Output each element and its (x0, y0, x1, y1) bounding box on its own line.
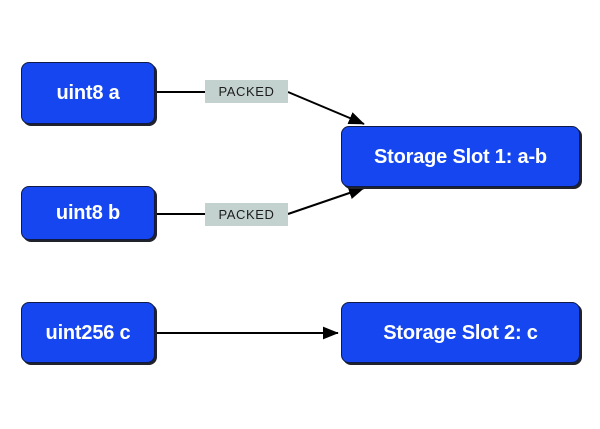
node-storage-slot-2[interactable]: Storage Slot 2: c (341, 302, 580, 363)
node-uint8-b-label: uint8 b (55, 202, 121, 224)
edge-label-packed-b-text: PACKED (218, 207, 275, 222)
edge-line-packed-to-slot1 (287, 91, 365, 125)
edge-label-packed-b: PACKED (205, 203, 288, 226)
node-uint8-a[interactable]: uint8 a (21, 62, 155, 124)
node-uint8-b[interactable]: uint8 b (21, 186, 155, 240)
node-uint8-a-label: uint8 a (56, 82, 120, 104)
node-storage-slot-2-label: Storage Slot 2: c (383, 321, 538, 344)
edge-line-packed-to-slot1-lower (287, 186, 365, 215)
node-uint256-c[interactable]: uint256 c (21, 302, 155, 363)
node-storage-slot-1-label: Storage Slot 1: a-b (374, 145, 547, 168)
edge-label-packed-a-text: PACKED (218, 84, 275, 99)
node-storage-slot-1[interactable]: Storage Slot 1: a-b (341, 126, 580, 187)
edge-label-packed-a: PACKED (205, 80, 288, 103)
node-uint256-c-label: uint256 c (45, 321, 131, 344)
